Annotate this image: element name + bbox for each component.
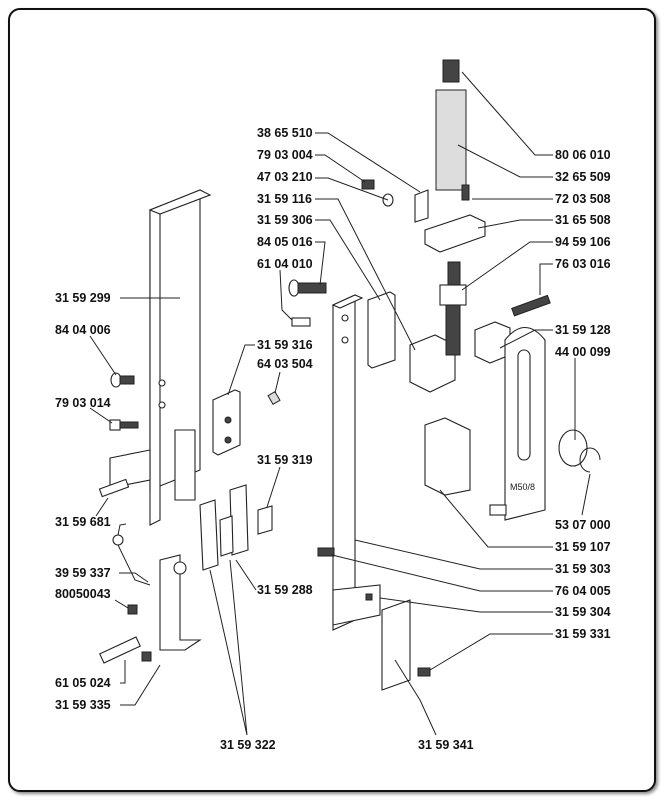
screw-76-04-005 (317, 547, 335, 557)
pin-61-05-024 (99, 636, 141, 664)
label-3265509: 32 65 509 (555, 170, 611, 184)
screw-76-03-016 (511, 294, 551, 317)
label-8404006: 84 04 006 (55, 323, 111, 337)
label-3159681: 31 59 681 (55, 515, 111, 529)
label-3159107: 31 59 107 (555, 540, 611, 554)
label-3159316: 31 59 316 (257, 338, 313, 352)
body-m50-8: M50/8 (489, 326, 546, 521)
bracket-box (109, 449, 151, 489)
label-3159322: 31 59 322 (220, 738, 276, 752)
circlip-53-07-000 (579, 447, 601, 473)
screw-84-05-016 (288, 279, 327, 297)
block-31-59-316 (212, 389, 241, 456)
label-3159299: 31 59 299 (55, 291, 111, 305)
label-3959337: 39 59 337 (55, 566, 111, 580)
label-3865510: 38 65 510 (257, 126, 313, 140)
label-3159335: 31 59 335 (55, 698, 111, 712)
pin-31-59-681 (98, 478, 130, 498)
diagram-frame (8, 8, 656, 792)
screw-79-03-014 (109, 419, 139, 431)
setscrew-31-59-331 (417, 667, 431, 677)
screw-79-03-004 (361, 179, 375, 190)
label-7203508: 72 03 508 (555, 192, 611, 206)
plate-31-59-341 (381, 599, 411, 691)
plate-31-65-508 (424, 214, 486, 253)
screw-72-03-508 (461, 184, 470, 201)
label-4703210: 47 03 210 (257, 170, 313, 184)
label-7603016: 76 03 016 (555, 257, 611, 271)
label-6104010: 61 04 010 (257, 257, 313, 271)
knob-32-65-509 (435, 59, 467, 191)
label-8006010: 80 06 010 (555, 148, 611, 162)
label-5307000: 53 07 000 (555, 518, 611, 532)
label-3159304: 31 59 304 (555, 605, 611, 619)
label-80050043: 80050043 (55, 587, 111, 601)
label-4400099: 44 00 099 (555, 345, 611, 359)
block-31-59-107 (424, 417, 471, 496)
label-6403504: 64 03 504 (257, 357, 313, 371)
label-3159341: 31 59 341 (418, 738, 474, 752)
label-3159319: 31 59 319 (257, 453, 313, 467)
label-3159116: 31 59 116 (257, 192, 312, 206)
screw-84-04-006 (110, 372, 135, 388)
block-31-59-319 (257, 505, 273, 535)
main-bar-left (148, 189, 212, 526)
maker-mark: M50/8 (510, 482, 535, 492)
clamp-plates-31-59-322 (199, 484, 249, 571)
spindle-94-59-106 (439, 261, 467, 356)
label-3159288: 31 59 288 (257, 583, 313, 597)
label-3159331: 31 59 331 (555, 627, 611, 641)
label-7604005: 76 04 005 (555, 584, 611, 598)
washer-44-00-099 (558, 429, 588, 467)
block-31-59-116 (409, 334, 456, 393)
bar-31-59-303 (331, 294, 364, 631)
label-7903014: 79 03 014 (55, 396, 111, 410)
plate-31-59-304 (332, 584, 381, 626)
part-labels: 31 59 299 84 04 006 79 03 014 31 59 681 … (55, 126, 611, 752)
setscrew-64-03-504 (267, 390, 281, 406)
setscrew-lower (141, 651, 152, 662)
label-8405016: 84 05 016 (257, 235, 313, 249)
lever-31-59-335 (159, 554, 202, 651)
leader-lines (89, 71, 591, 736)
setscrew-80050043 (127, 604, 138, 615)
label-6105024: 61 05 024 (55, 676, 111, 690)
label-3159128: 31 59 128 (555, 323, 611, 337)
label-9459106: 94 59 106 (555, 235, 611, 249)
bracket-38-65-510 (414, 189, 429, 223)
label-7903004: 79 03 004 (257, 148, 313, 162)
spring-39-59-337 (112, 523, 151, 586)
label-3159306: 31 59 306 (257, 213, 313, 227)
label-3159303: 31 59 303 (555, 562, 611, 576)
pin-61-04-010 (291, 317, 311, 327)
label-3165508: 31 65 508 (555, 213, 611, 227)
block-31-59-306 (367, 291, 396, 369)
